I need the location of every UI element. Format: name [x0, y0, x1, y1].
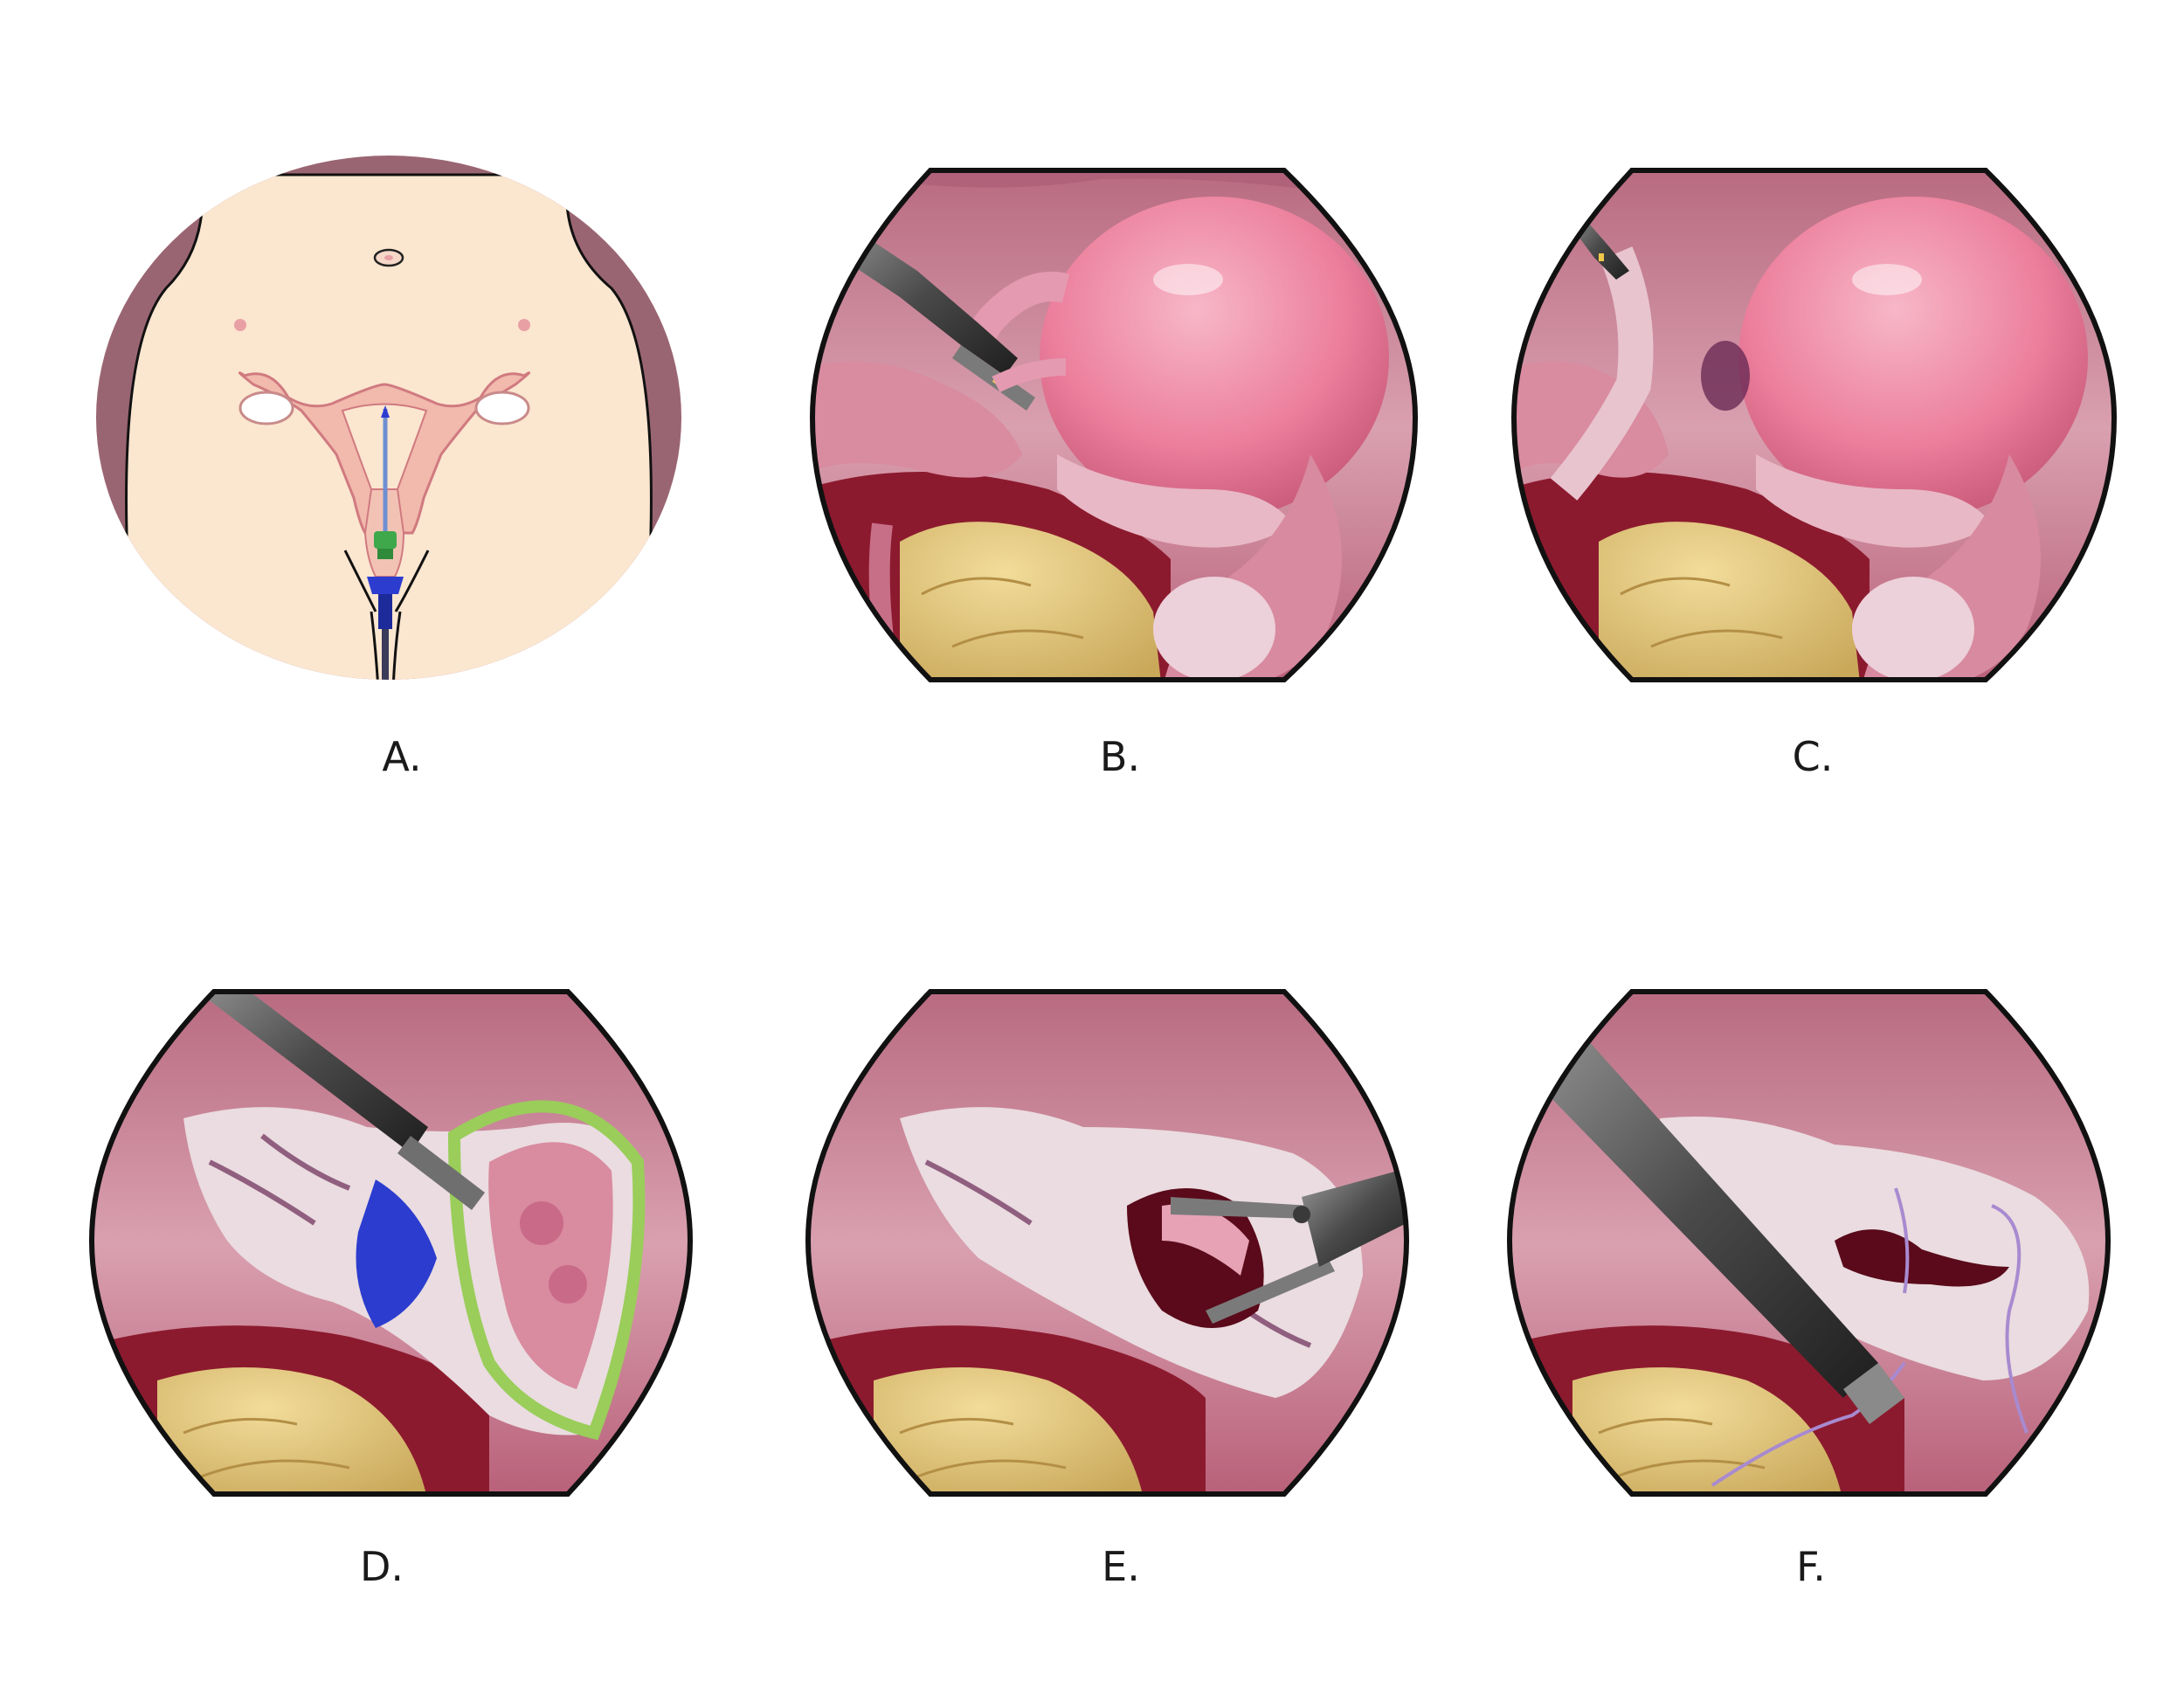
panel-b-frame [809, 168, 1419, 682]
cauterized-area [1701, 341, 1750, 411]
suture [1894, 1187, 2028, 1434]
panel-label-f: F. [1796, 1543, 1826, 1590]
panel-f [1506, 989, 2111, 1497]
uterine-manipulator [343, 405, 430, 680]
panel-e [805, 989, 1410, 1497]
right-ovary [474, 391, 530, 425]
bowel-fat [900, 522, 1162, 680]
panel-e-frame [805, 989, 1410, 1497]
panel-b [809, 168, 1419, 682]
dissector-instrument [192, 992, 485, 1210]
cup-rim [447, 1100, 646, 1441]
uterus [1738, 197, 2088, 520]
panel-label-a: A. [382, 733, 422, 780]
panel-a [96, 156, 681, 680]
needle-driver-instrument [1511, 1013, 1904, 1424]
panel-label-e: E. [1102, 1543, 1140, 1590]
umbilicus-center [384, 255, 393, 260]
left-port [234, 319, 246, 331]
broad-ligament [1057, 454, 1293, 548]
ovary [1153, 577, 1275, 680]
panel-c [1510, 168, 2118, 682]
panel-c-frame [1510, 168, 2118, 682]
round-ligament [868, 522, 902, 680]
right-port [518, 319, 530, 331]
panel-label-b: B. [1099, 733, 1141, 780]
left-ovary [238, 391, 294, 425]
panel-f-frame [1506, 989, 2111, 1497]
cervix-tissue [488, 1142, 613, 1389]
vaginal-cuff-edge [900, 1107, 1363, 1398]
panel-label-d: D. [359, 1543, 404, 1590]
ovary [1852, 577, 1974, 680]
adnexa-left [812, 361, 1022, 478]
uterus [1040, 197, 1389, 520]
divided-ligament [1550, 246, 1654, 501]
cuff-opening [1835, 1229, 2009, 1287]
panel-d [88, 989, 694, 1497]
broad-ligament [1756, 454, 1992, 548]
bowel-fat [1599, 522, 1861, 680]
panel-label-c: C. [1792, 733, 1834, 780]
colpotomy-cup [356, 1180, 437, 1328]
toothed-grasper [1171, 1171, 1406, 1324]
panel-d-frame [88, 989, 694, 1497]
